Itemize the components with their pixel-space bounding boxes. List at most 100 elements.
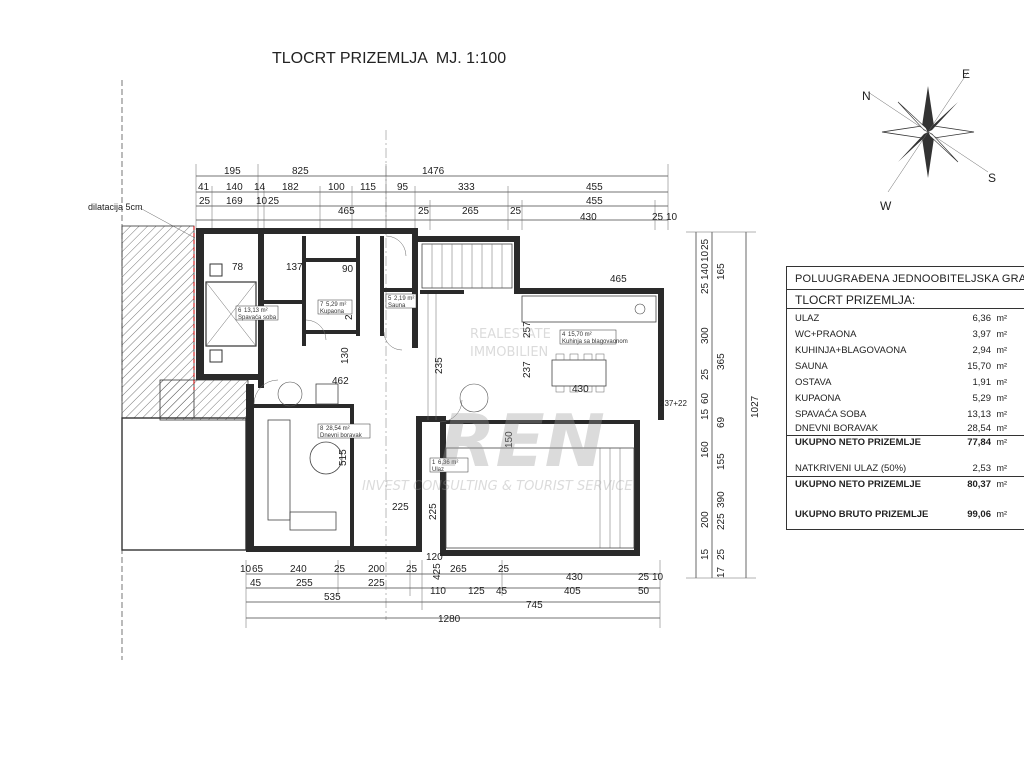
svg-text:25: 25 xyxy=(418,206,430,217)
svg-text:15: 15 xyxy=(700,548,711,560)
svg-text:390: 390 xyxy=(716,491,727,508)
svg-text:430: 430 xyxy=(580,212,597,223)
svg-text:140: 140 xyxy=(700,263,711,280)
svg-text:137: 137 xyxy=(286,262,303,273)
svg-text:237+22: 237+22 xyxy=(660,399,687,408)
svg-text:Kupaona: Kupaona xyxy=(320,309,345,315)
svg-text:100: 100 xyxy=(328,182,345,193)
legend-header: POLUUGRAĐENA JEDNOOBITELJSKA GRA xyxy=(795,273,1024,285)
svg-text:535: 535 xyxy=(324,592,341,603)
svg-text:430: 430 xyxy=(566,572,583,583)
svg-text:65: 65 xyxy=(252,564,264,575)
building-walls xyxy=(196,228,664,556)
svg-text:257: 257 xyxy=(522,321,533,338)
svg-text:REALESTATE: REALESTATE xyxy=(470,327,551,342)
compass-s: S xyxy=(988,171,996,185)
right-dimensions: 25 10 140 25 165 300 365 25 60 15 69 160… xyxy=(572,231,761,579)
svg-text:25: 25 xyxy=(716,548,727,560)
svg-text:10: 10 xyxy=(256,196,268,207)
svg-text:25: 25 xyxy=(700,282,711,294)
svg-text:1027: 1027 xyxy=(750,395,761,418)
svg-text:225: 225 xyxy=(428,503,439,520)
svg-text:110: 110 xyxy=(430,586,446,597)
svg-text:Kuhinja sa blagovaonom: Kuhinja sa blagovaonom xyxy=(562,339,628,345)
svg-text:430: 430 xyxy=(572,384,589,395)
svg-text:95: 95 xyxy=(397,182,409,193)
compass-e: E xyxy=(962,67,970,81)
svg-text:IMMOBILIEN: IMMOBILIEN xyxy=(470,345,548,360)
svg-text:265: 265 xyxy=(450,564,467,575)
svg-text:165: 165 xyxy=(716,263,727,280)
svg-text:225: 225 xyxy=(392,502,409,513)
svg-text:45: 45 xyxy=(250,578,262,589)
svg-text:333: 333 xyxy=(458,182,475,193)
svg-text:160: 160 xyxy=(700,441,711,458)
pool-outline xyxy=(121,417,247,551)
legend-subheader: TLOCRT PRIZEMLJA: xyxy=(795,293,916,307)
svg-text:425: 425 xyxy=(432,563,443,580)
living-furniture xyxy=(267,381,343,531)
bedroom-furniture xyxy=(205,263,257,363)
svg-text:5,29 m²: 5,29 m² xyxy=(326,302,346,308)
svg-text:15,70 m²: 15,70 m² xyxy=(568,332,592,338)
svg-text:6: 6 xyxy=(238,308,242,314)
svg-text:25: 25 xyxy=(700,238,711,250)
svg-text:237: 237 xyxy=(522,361,533,378)
svg-text:1476: 1476 xyxy=(422,166,445,177)
svg-text:300: 300 xyxy=(700,327,711,344)
svg-text:455: 455 xyxy=(586,182,603,193)
svg-text:28,54 m²: 28,54 m² xyxy=(326,426,350,432)
room-labels: 7 5,29 m² Kupaona 5 2,19 m² Sauna 4 15,7… xyxy=(235,293,628,473)
svg-text:115: 115 xyxy=(360,182,376,193)
svg-text:195: 195 xyxy=(224,166,241,177)
svg-text:465: 465 xyxy=(338,206,355,217)
svg-text:25: 25 xyxy=(199,196,211,207)
area-legend: POLUUGRAĐENA JEDNOOBITELJSKA GRA TLOCRT … xyxy=(786,266,1024,530)
svg-text:17: 17 xyxy=(716,566,727,578)
svg-text:90: 90 xyxy=(342,264,354,275)
svg-text:6,36 m²: 6,36 m² xyxy=(438,460,458,466)
svg-text:155: 155 xyxy=(716,453,727,470)
svg-text:25: 25 xyxy=(268,196,280,207)
svg-text:125: 125 xyxy=(468,586,485,597)
svg-text:255: 255 xyxy=(296,578,313,589)
top-dimensions: 195 825 1476 41 140 14 182 100 115 95 33… xyxy=(195,164,678,230)
svg-text:78: 78 xyxy=(232,262,244,273)
compass-n: N xyxy=(862,89,871,103)
svg-text:5: 5 xyxy=(388,296,392,302)
svg-text:120: 120 xyxy=(426,552,443,563)
svg-text:140: 140 xyxy=(226,182,243,193)
kitchen-furniture xyxy=(459,295,657,413)
svg-text:200: 200 xyxy=(368,564,385,575)
svg-text:10: 10 xyxy=(700,250,711,262)
svg-text:405: 405 xyxy=(564,586,581,597)
svg-text:25: 25 xyxy=(406,564,418,575)
svg-text:REN: REN xyxy=(440,399,605,483)
svg-text:10: 10 xyxy=(666,212,678,223)
svg-text:225: 225 xyxy=(716,513,727,530)
svg-text:200: 200 xyxy=(700,511,711,528)
svg-text:45: 45 xyxy=(496,586,508,597)
svg-text:265: 265 xyxy=(462,206,479,217)
door-swings xyxy=(253,235,463,423)
compass-icon xyxy=(867,71,989,193)
svg-text:235: 235 xyxy=(434,357,445,374)
steps-hatch xyxy=(159,379,249,421)
svg-text:365: 365 xyxy=(716,353,727,370)
svg-text:25: 25 xyxy=(652,212,664,223)
svg-text:25: 25 xyxy=(700,368,711,380)
svg-text:130: 130 xyxy=(340,347,351,364)
svg-text:462: 462 xyxy=(332,376,349,387)
svg-text:41: 41 xyxy=(198,182,210,193)
svg-text:14: 14 xyxy=(254,182,266,193)
svg-text:Dnevni boravak: Dnevni boravak xyxy=(320,433,363,439)
svg-text:7: 7 xyxy=(320,302,324,308)
